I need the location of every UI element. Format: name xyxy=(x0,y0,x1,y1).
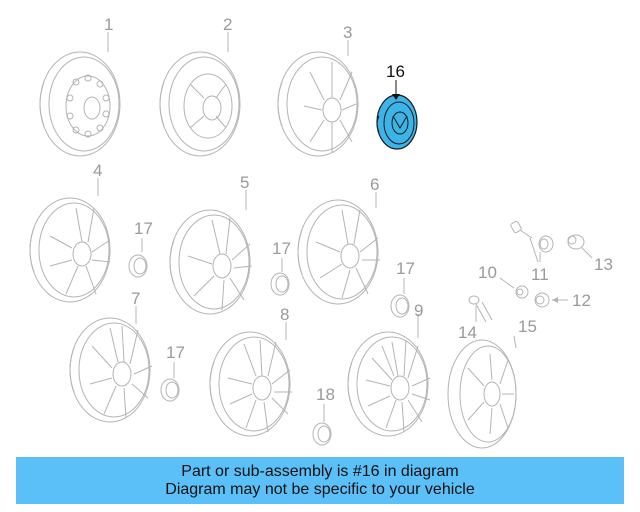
center-cap-17d[interactable] xyxy=(160,378,180,402)
callout-13: 13 xyxy=(594,255,613,274)
alloy-wheel-8[interactable] xyxy=(209,331,292,437)
center-cap-18[interactable] xyxy=(312,422,332,446)
valve-stem-14[interactable] xyxy=(468,295,493,323)
callout-17b: 17 xyxy=(272,239,291,258)
alloy-wheel-5[interactable] xyxy=(169,209,252,315)
callout-8: 8 xyxy=(280,305,289,324)
callout-16: 16 xyxy=(386,62,405,81)
valve-cap-13[interactable] xyxy=(567,234,585,250)
banner-line-2: Diagram may not be specific to your vehi… xyxy=(165,480,475,498)
callout-17d: 17 xyxy=(166,343,185,362)
valve-core-12[interactable] xyxy=(534,292,550,308)
callout-5: 5 xyxy=(240,173,249,192)
info-banner: Part or sub-assembly is #16 in diagram D… xyxy=(16,457,624,504)
steel-wheel-2[interactable] xyxy=(159,51,241,157)
callout-2: 2 xyxy=(223,15,232,34)
callout-3: 3 xyxy=(343,23,352,42)
callout-17c: 17 xyxy=(396,259,415,278)
alloy-wheel-4[interactable] xyxy=(29,197,111,303)
center-cap-17a[interactable] xyxy=(128,254,148,278)
callout-10: 10 xyxy=(478,263,497,282)
callout-15: 15 xyxy=(518,317,537,336)
alloy-wheel-6[interactable] xyxy=(297,199,380,305)
wheel-cover-15[interactable] xyxy=(447,339,517,449)
alloy-wheel-3[interactable] xyxy=(277,51,359,157)
center-cap-17b[interactable] xyxy=(270,272,290,296)
center-cap-17c[interactable] xyxy=(390,294,410,318)
callout-18: 18 xyxy=(316,385,335,404)
alloy-wheel-7[interactable] xyxy=(69,317,152,423)
steel-wheel-1[interactable] xyxy=(39,51,121,157)
alloy-wheel-9[interactable] xyxy=(347,331,430,437)
callout-6: 6 xyxy=(370,175,379,194)
callout-1: 1 xyxy=(104,15,113,34)
callout-17a: 17 xyxy=(134,219,153,238)
wheel-center-cap-16[interactable] xyxy=(376,94,418,150)
tpms-valve-stem-11[interactable] xyxy=(510,220,554,253)
callout-7: 7 xyxy=(131,289,140,308)
valve-nut-10[interactable] xyxy=(515,285,529,299)
callout-12: 12 xyxy=(572,291,591,310)
callout-4: 4 xyxy=(93,161,102,180)
banner-line-1: Part or sub-assembly is #16 in diagram xyxy=(181,462,459,480)
callout-9: 9 xyxy=(414,301,423,320)
callout-11: 11 xyxy=(531,265,549,284)
callout-14: 14 xyxy=(458,323,477,342)
